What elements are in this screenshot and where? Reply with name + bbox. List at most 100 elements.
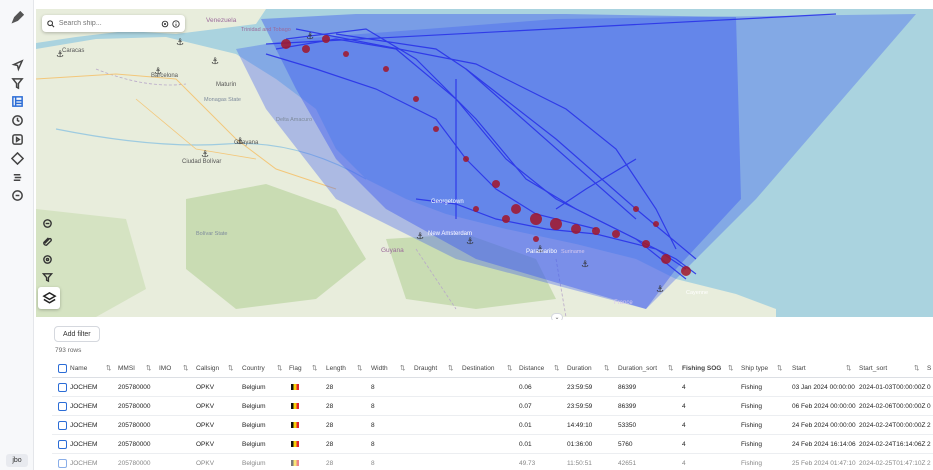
history-icon[interactable]: [8, 111, 26, 129]
col-header[interactable]: S: [927, 365, 932, 372]
cell-ship-type: Fishing: [741, 403, 762, 410]
sort-icon[interactable]: ⇅: [183, 365, 189, 372]
cell-country: Belgium: [242, 422, 266, 429]
info-icon[interactable]: [172, 19, 180, 28]
col-header[interactable]: Flag: [289, 365, 302, 372]
table-row[interactable]: JOCHEM 205780000 OPKV Belgium 28 8 49.73…: [52, 454, 933, 470]
col-header[interactable]: Draught: [414, 365, 438, 372]
col-header[interactable]: Duration_sort: [618, 365, 658, 372]
ship-search-input[interactable]: [58, 20, 157, 27]
col-header[interactable]: Fishing SOG: [682, 365, 722, 372]
col-header[interactable]: Callsign: [196, 365, 220, 372]
sort-icon[interactable]: ⇅: [554, 365, 560, 372]
table-row[interactable]: JOCHEM 205780000 OPKV Belgium 28 8 0.07 …: [52, 397, 933, 416]
diamond-icon[interactable]: [8, 149, 26, 167]
cell-duration-sort: 86399: [618, 384, 637, 391]
chat-icon[interactable]: [8, 186, 26, 204]
sort-icon[interactable]: ⇅: [228, 365, 234, 372]
sort-icon[interactable]: ⇅: [277, 365, 283, 372]
svg-text:⚓: ⚓: [306, 32, 314, 42]
svg-text:⚓: ⚓: [176, 38, 184, 48]
filter-icon[interactable]: [8, 74, 26, 92]
pointer-icon[interactable]: [8, 56, 26, 74]
cell-s: 2: [927, 441, 931, 448]
layers-icon: [41, 291, 57, 304]
sort-icon[interactable]: ⇅: [106, 365, 112, 372]
map-label-maturin: Maturín: [216, 82, 237, 88]
sort-icon[interactable]: ⇅: [507, 365, 513, 372]
belgium-flag-icon: [291, 397, 299, 416]
map-label-monagas-state: Monagas State: [204, 97, 241, 103]
add-filter-button[interactable]: Add filter: [54, 326, 100, 342]
play-icon[interactable]: [8, 130, 26, 148]
ship-tool-icon[interactable]: [40, 216, 54, 230]
col-header[interactable]: Ship type: [741, 365, 769, 372]
row-checkbox[interactable]: [58, 440, 67, 449]
col-header[interactable]: IMO: [159, 365, 172, 372]
cell-name: JOCHEM: [70, 422, 98, 429]
cell-start: 25 Feb 2024 01:47:10: [792, 460, 856, 467]
map-label-georgetown: Georgetown: [431, 199, 464, 205]
col-header[interactable]: Country: [242, 365, 265, 372]
sort-icon[interactable]: ⇅: [604, 365, 610, 372]
cell-country: Belgium: [242, 403, 266, 410]
user-avatar[interactable]: jbo: [6, 454, 28, 467]
col-header[interactable]: MMSI: [118, 365, 135, 372]
rows-count: 793 rows: [55, 347, 82, 354]
map-filter-icon[interactable]: [40, 270, 54, 284]
sort-icon[interactable]: ⇅: [400, 365, 406, 372]
table-row[interactable]: JOCHEM 205780000 OPKV Belgium 28 8 0.06 …: [52, 378, 933, 397]
map-label-trinidad: Trinidad and Tobago: [241, 27, 291, 33]
measure-icon[interactable]: [40, 252, 54, 266]
cell-callsign: OPKV: [196, 384, 215, 391]
cell-fishing-sog: 4: [682, 460, 686, 467]
row-checkbox[interactable]: [58, 421, 67, 430]
cell-length: 28: [326, 441, 334, 448]
cell-fishing-sog: 4: [682, 384, 686, 391]
col-header[interactable]: Destination: [462, 365, 495, 372]
sort-icon[interactable]: ⇅: [668, 365, 674, 372]
data-panel: Add filter 793 rows Name ⇅ MMSI ⇅ IMO ⇅ …: [36, 320, 933, 470]
sort-icon[interactable]: ⇅: [914, 365, 920, 372]
route-icon[interactable]: [8, 168, 26, 186]
cell-s: 2: [927, 422, 931, 429]
col-header[interactable]: Length: [326, 365, 346, 372]
sort-icon[interactable]: ⇅: [448, 365, 454, 372]
cell-distance: 0.07: [519, 403, 532, 410]
sort-icon[interactable]: ⇅: [728, 365, 734, 372]
table-icon[interactable]: [8, 92, 26, 110]
cell-duration-sort: 53350: [618, 422, 637, 429]
cell-width: 8: [371, 384, 375, 391]
col-header[interactable]: Name: [70, 365, 88, 372]
select-all-checkbox[interactable]: [58, 364, 67, 373]
layers-button[interactable]: [38, 287, 60, 309]
cell-start: 06 Feb 2024 00:00:00: [792, 403, 856, 410]
pen-icon[interactable]: [8, 8, 26, 26]
eye-icon[interactable]: [161, 20, 169, 28]
attachment-icon[interactable]: [40, 234, 54, 248]
table-row[interactable]: JOCHEM 205780000 OPKV Belgium 28 8 0.01 …: [52, 416, 933, 435]
sort-icon[interactable]: ⇅: [357, 365, 363, 372]
row-checkbox[interactable]: [58, 383, 67, 392]
cell-s: 0: [927, 384, 931, 391]
cell-duration-sort: 42651: [618, 460, 637, 467]
sort-icon[interactable]: ⇅: [146, 365, 152, 372]
col-header[interactable]: Start: [792, 365, 806, 372]
cell-ship-type: Fishing: [741, 422, 762, 429]
sort-icon[interactable]: ⇅: [777, 365, 783, 372]
col-header[interactable]: Start_sort: [859, 365, 888, 372]
cell-ship-type: Fishing: [741, 441, 762, 448]
sort-icon[interactable]: ⇅: [312, 365, 318, 372]
row-checkbox[interactable]: [58, 402, 67, 411]
col-header[interactable]: Width: [371, 365, 388, 372]
left-rail: jbo: [0, 0, 34, 470]
table-row[interactable]: JOCHEM 205780000 OPKV Belgium 28 8 0.01 …: [52, 435, 933, 454]
map-label-bolivar-state: Bolívar State: [196, 231, 228, 237]
col-header[interactable]: Distance: [519, 365, 545, 372]
col-header[interactable]: Duration: [567, 365, 592, 372]
cell-distance: 0.06: [519, 384, 532, 391]
map-view[interactable]: ⚓⚓⚓⚓ ⚓⚓⚓⚓ ⚓⚓⚓⚓ Caracas Venezuela Barcelo…: [36, 9, 933, 317]
sort-icon[interactable]: ⇅: [846, 365, 852, 372]
row-checkbox[interactable]: [58, 459, 67, 468]
cell-length: 28: [326, 384, 334, 391]
